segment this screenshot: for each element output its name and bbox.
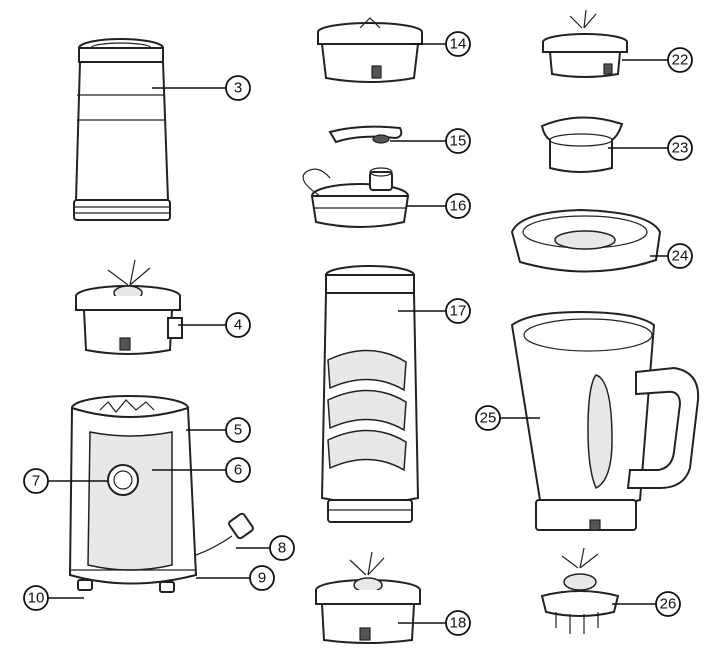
callout-22: 22 xyxy=(667,47,693,73)
callout-7: 7 xyxy=(23,468,49,494)
callout-26: 26 xyxy=(655,591,681,617)
callout-5-label: 5 xyxy=(234,422,242,439)
callout-16: 16 xyxy=(445,193,471,219)
callout-16-label: 16 xyxy=(450,198,467,215)
callout-24-label: 24 xyxy=(672,248,689,265)
callout-4: 4 xyxy=(225,312,251,338)
callout-15: 15 xyxy=(445,128,471,154)
callout-10: 10 xyxy=(23,585,49,611)
callout-3: 3 xyxy=(225,75,251,101)
callout-6-label: 6 xyxy=(234,462,242,479)
callout-26-label: 26 xyxy=(660,596,677,613)
part-3-grinding-cup xyxy=(73,38,171,221)
part-15-strap xyxy=(328,125,403,144)
leader-lines xyxy=(48,43,668,624)
part-24-jug-lid xyxy=(510,208,662,273)
callout-3-label: 3 xyxy=(234,80,242,97)
callout-10-label: 10 xyxy=(28,590,45,607)
callout-23-label: 23 xyxy=(672,140,689,157)
part-16-drinking-lid xyxy=(302,167,410,228)
callout-18-label: 18 xyxy=(450,615,467,632)
callout-25-label: 25 xyxy=(480,410,497,427)
callout-15-label: 15 xyxy=(450,133,467,150)
callout-18: 18 xyxy=(445,610,471,636)
callout-23: 23 xyxy=(667,135,693,161)
callout-14: 14 xyxy=(445,31,471,57)
callout-8: 8 xyxy=(269,535,295,561)
part-17-tumbler-bottle xyxy=(320,265,420,523)
part-18-bottle-blade xyxy=(315,551,421,644)
part-14-blade-lid xyxy=(317,17,423,83)
callout-5: 5 xyxy=(225,417,251,443)
callout-4-label: 4 xyxy=(234,317,242,334)
part-25-jug xyxy=(510,310,700,531)
callout-17: 17 xyxy=(445,298,471,324)
part-4-blade-unit xyxy=(75,259,183,355)
callout-7-label: 7 xyxy=(32,473,40,490)
callout-25: 25 xyxy=(475,405,501,431)
callout-8-label: 8 xyxy=(278,540,286,557)
part-26-jug-blade-unit xyxy=(540,547,620,634)
callout-14-label: 14 xyxy=(450,36,467,53)
part-23-measuring-cap xyxy=(540,116,624,173)
callout-17-label: 17 xyxy=(450,303,467,320)
callout-9: 9 xyxy=(249,565,275,591)
callout-9-label: 9 xyxy=(258,570,266,587)
callout-22-label: 22 xyxy=(672,52,689,69)
callout-24: 24 xyxy=(667,243,693,269)
callout-6: 6 xyxy=(225,457,251,483)
part-22-blade-holder xyxy=(542,9,628,78)
motor-base xyxy=(68,395,254,593)
